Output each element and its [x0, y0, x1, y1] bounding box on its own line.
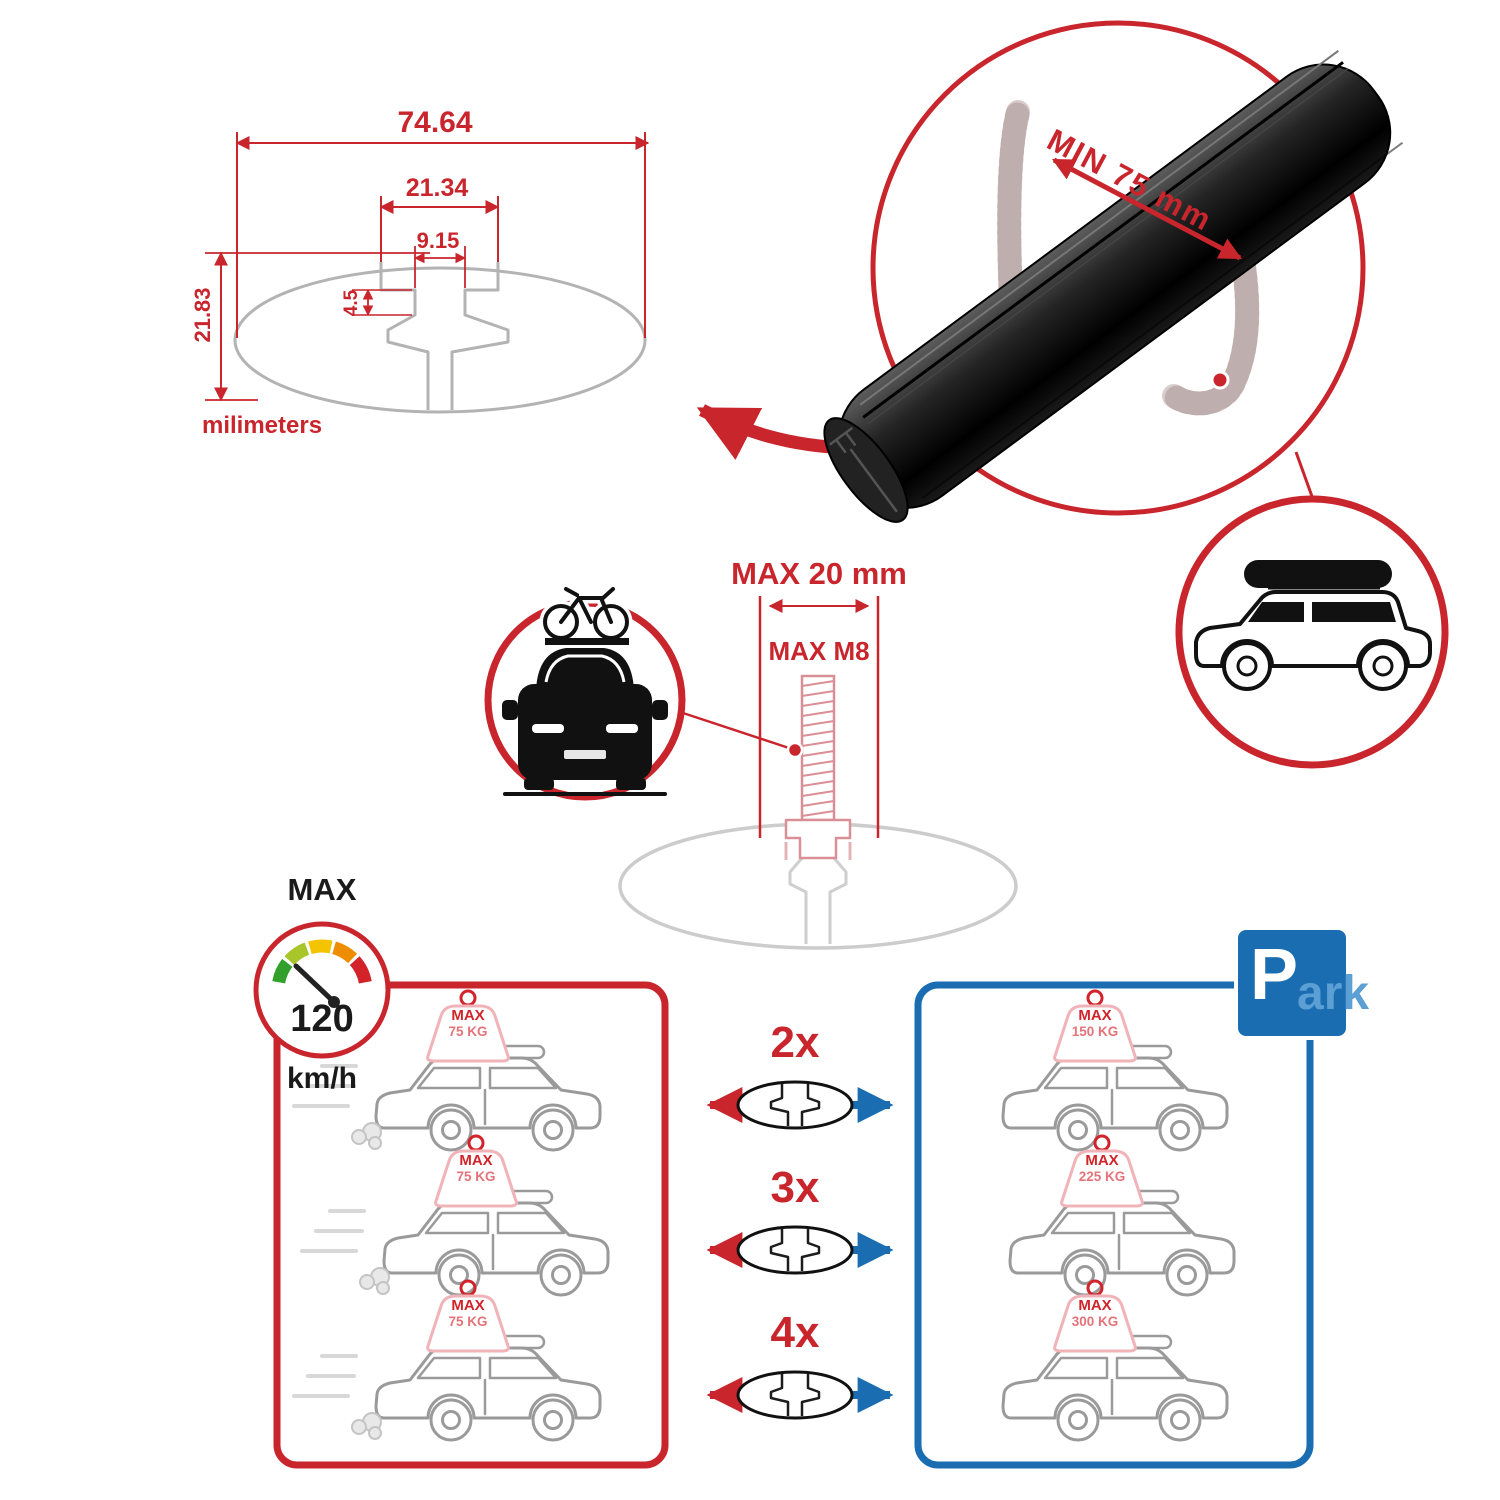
park-sign	[1234, 926, 1350, 1040]
crossbar-render	[823, 20, 1404, 523]
speed-value: 120	[290, 998, 354, 1040]
multiplier-3x: 3x	[770, 1163, 820, 1212]
roof-box-icon	[1244, 560, 1392, 588]
multiplier-rows	[706, 1080, 894, 1420]
dim-units-label: milimeters	[202, 412, 323, 439]
dim-slot-depth: 4.5	[341, 289, 362, 317]
load-tag: MAX 75 KG	[448, 1297, 488, 1330]
bolt-max-length-label: MAX 20 mm	[731, 556, 907, 591]
load-tag: MAX 300 KG	[1071, 1297, 1119, 1330]
load-tag: MAX 75 KG	[448, 1007, 488, 1040]
suv-roofbox-inset	[1175, 495, 1449, 769]
clamp-point-dot	[1210, 370, 1230, 390]
crossbar-profile-diagram	[205, 132, 849, 461]
multiplier-4x: 4x	[770, 1308, 820, 1357]
min-span-arrow	[1052, 157, 1242, 261]
dim-slot-width: 9.15	[416, 228, 460, 253]
driving-cars	[292, 989, 610, 1442]
car-front-icon	[502, 648, 668, 796]
load-tag: MAX 150 KG	[1071, 1007, 1119, 1040]
parked-cars	[1001, 989, 1236, 1442]
dim-total-width: 74.64	[397, 106, 473, 139]
multiplier-2x: 2x	[770, 1018, 820, 1067]
parked-load-box	[914, 981, 1314, 1469]
bolt-icon	[784, 674, 852, 860]
speed-max-label: MAX	[287, 872, 357, 907]
dimension-lines	[205, 132, 650, 402]
dim-channel-width: 21.34	[405, 174, 469, 202]
dim-total-height: 21.83	[190, 287, 215, 343]
bike-icon	[539, 583, 633, 645]
park-sign-p: P	[1250, 935, 1299, 1015]
load-tag: MAX 225 KG	[1078, 1152, 1126, 1185]
speed-units: km/h	[286, 1062, 358, 1095]
driving-load-box	[273, 981, 669, 1469]
bolt-max-thread-label: MAX M8	[768, 636, 870, 666]
bolt-diagram	[618, 596, 1018, 950]
park-sign-ark: ark	[1297, 967, 1370, 1020]
car-bike-inset	[484, 583, 686, 801]
load-tag: MAX 75 KG	[456, 1152, 496, 1185]
inset-connector-line	[1294, 451, 1316, 503]
speedometer-icon	[253, 921, 391, 1059]
crossbar-tube	[823, 50, 1404, 523]
